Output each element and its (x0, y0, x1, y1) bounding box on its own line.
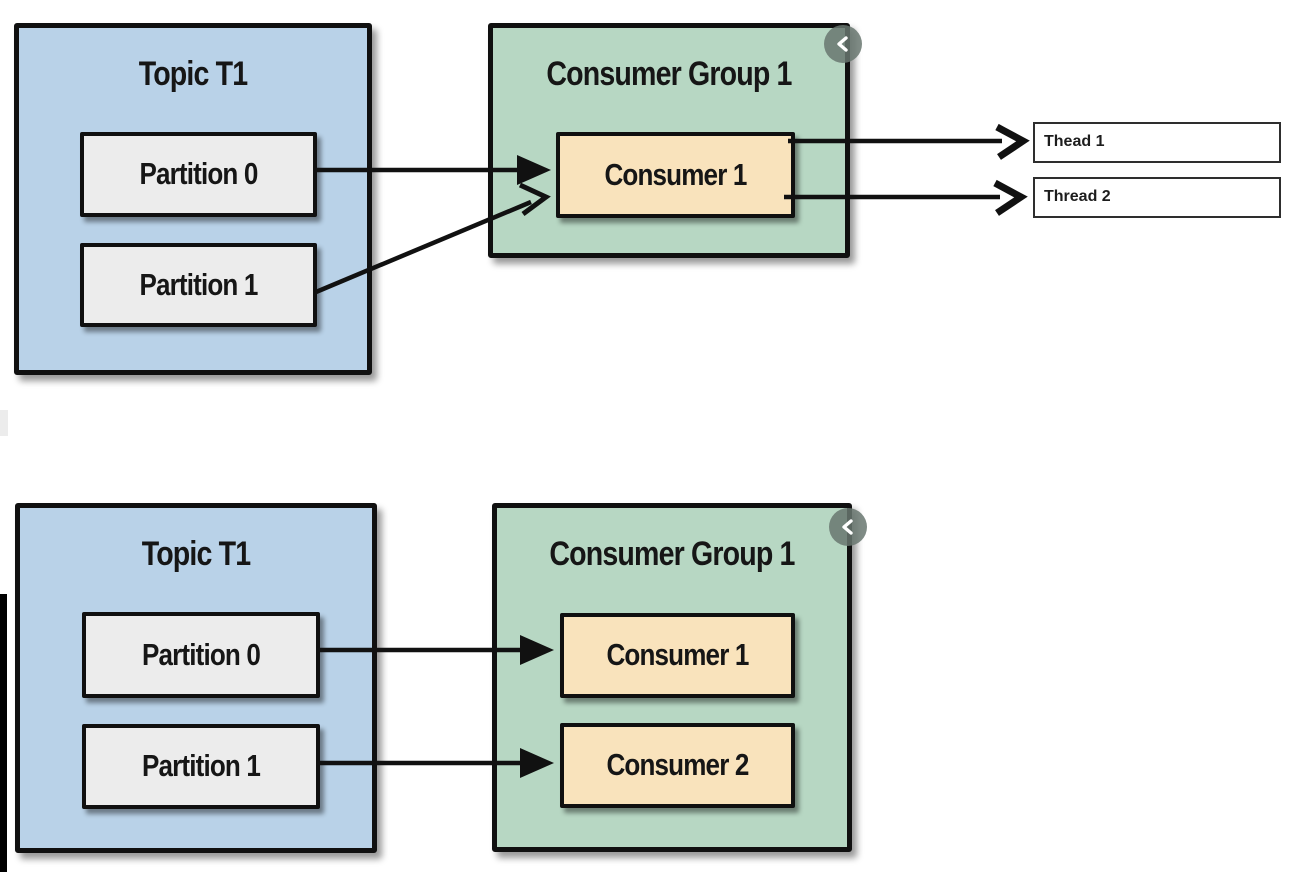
thread-1-box: Thead 1 (1033, 122, 1281, 163)
consumer-group-title: Consumer Group 1 (546, 55, 792, 93)
consumer-1-box-bottom: Consumer 1 (560, 613, 795, 698)
thread-2-box: Thread 2 (1033, 177, 1281, 218)
partition-0-box: Partition 0 (80, 132, 317, 217)
chevron-left-icon (837, 36, 848, 52)
topic-t1-box: Topic T1 Partition 0 Partition 1 (14, 23, 372, 375)
thread-1-label: Thead 1 (1044, 133, 1105, 150)
topic-t1-box-bottom: Topic T1 Partition 0 Partition 1 (15, 503, 377, 853)
chevron-left-icon (842, 519, 853, 535)
consumer-1-label: Consumer 1 (604, 157, 747, 192)
consumer-group-title: Consumer Group 1 (549, 535, 795, 573)
topic-title: Topic T1 (138, 55, 248, 93)
consumer-1-box: Consumer 1 (556, 132, 795, 218)
consumer-2-label: Consumer 2 (606, 747, 749, 782)
collapse-badge[interactable] (824, 25, 862, 63)
collapse-badge-bottom[interactable] (829, 508, 867, 546)
partition-0-box-bottom: Partition 0 (82, 612, 320, 698)
left-edge-artifact (0, 410, 8, 436)
partition-1-label: Partition 1 (139, 267, 258, 302)
window-edge-bar (0, 594, 7, 872)
partition-0-label: Partition 0 (141, 637, 261, 672)
consumer-1-label: Consumer 1 (606, 637, 749, 672)
topic-title: Topic T1 (141, 535, 251, 573)
partition-0-label: Partition 0 (139, 156, 258, 191)
partition-1-label: Partition 1 (141, 748, 261, 783)
partition-1-box: Partition 1 (80, 243, 317, 327)
consumer-group-1-box-bottom: Consumer Group 1 Consumer 1 Consumer 2 (492, 503, 867, 852)
consumer-2-box-bottom: Consumer 2 (560, 723, 795, 808)
partition-1-box-bottom: Partition 1 (82, 724, 320, 809)
thread-2-label: Thread 2 (1044, 188, 1111, 205)
